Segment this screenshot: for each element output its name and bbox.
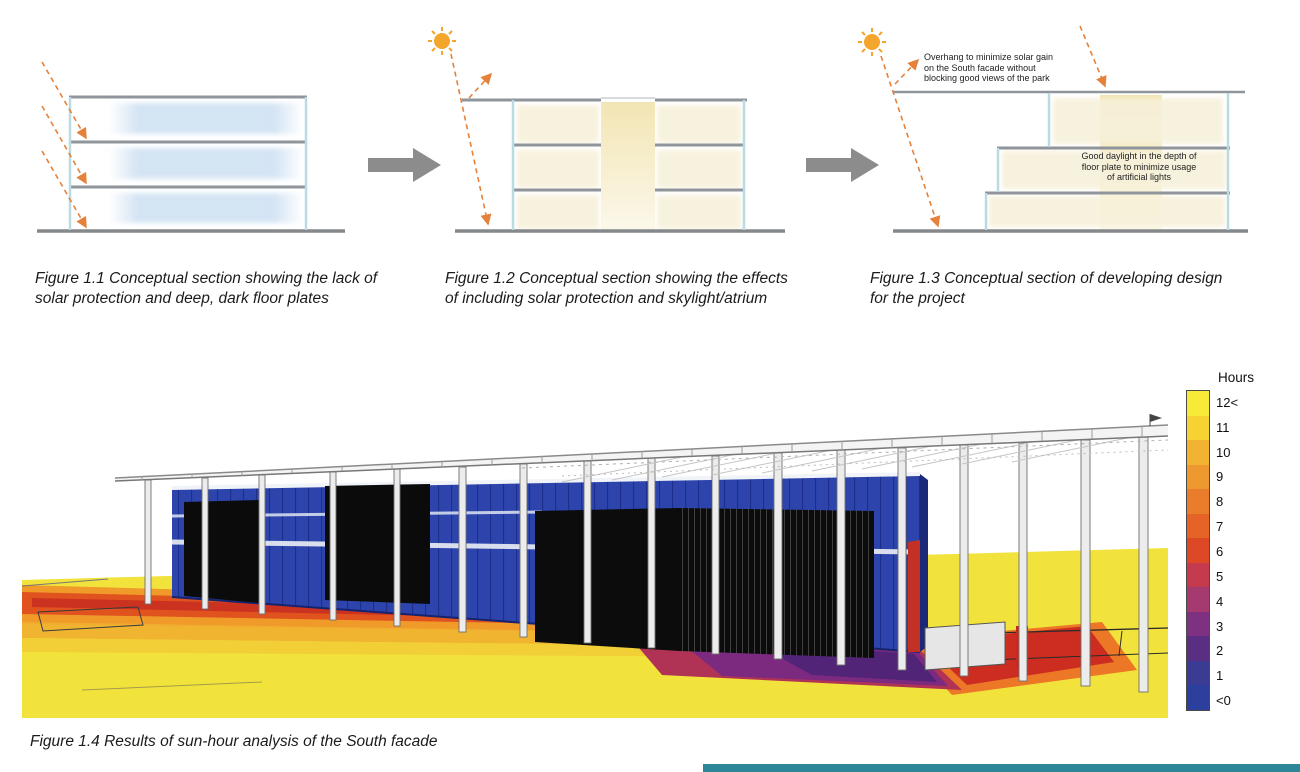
figure-1-2-caption: Figure 1.2 Conceptual section showing th… bbox=[445, 270, 788, 307]
legend-label: 10 bbox=[1216, 444, 1231, 460]
building-mass bbox=[171, 472, 1028, 671]
figure-1-4-rendering bbox=[22, 390, 1168, 718]
figure-1-3-caption: Figure 1.3 Conceptual section of develop… bbox=[870, 270, 1223, 307]
legend-color-cell bbox=[1187, 513, 1209, 539]
legend-label: 11 bbox=[1216, 419, 1230, 435]
legend-color-cell bbox=[1187, 685, 1209, 710]
legend-label: <0 bbox=[1216, 693, 1231, 709]
sun-rays bbox=[41, 61, 87, 229]
legend-labels: 12< 11 10 9 8 7 6 5 4 3 2 1 <0 bbox=[1216, 390, 1238, 713]
legend-label: 8 bbox=[1216, 494, 1224, 510]
legend-color-cell bbox=[1187, 440, 1209, 465]
sun-hours-legend: Hours 12< 11 10 9 8 7 6 5 4 3 2 1 <0 bbox=[1186, 370, 1298, 713]
figure-1-1-diagram bbox=[37, 61, 345, 233]
footer-accent-bar bbox=[703, 764, 1300, 772]
legend-color-cell bbox=[1187, 464, 1209, 490]
legend-color-cell bbox=[1187, 489, 1209, 514]
daylight-annotation: Good daylight in the depth of floor plat… bbox=[1081, 151, 1197, 182]
legend-label: 6 bbox=[1216, 543, 1224, 559]
sun-icon bbox=[858, 28, 886, 56]
legend-color-cell bbox=[1187, 538, 1209, 563]
legend-color-cell bbox=[1187, 660, 1209, 686]
atrium-daylight-shading bbox=[517, 102, 741, 230]
legend-label: 4 bbox=[1216, 593, 1224, 609]
right-arrow-icon bbox=[806, 148, 879, 182]
building-section bbox=[37, 95, 345, 233]
legend-color-cell bbox=[1187, 587, 1209, 612]
building-section bbox=[893, 90, 1248, 233]
roof-canopy bbox=[114, 414, 1168, 483]
building-section bbox=[455, 97, 785, 233]
sun-rays bbox=[450, 53, 493, 226]
legend-color-cell bbox=[1187, 391, 1209, 416]
legend-label: 2 bbox=[1216, 643, 1224, 659]
figure-1-4-caption: Figure 1.4 Results of sun-hour analysis … bbox=[30, 733, 438, 750]
legend-label: 3 bbox=[1216, 618, 1224, 634]
overhang-annotation: Overhang to minimize solar gain on the S… bbox=[924, 52, 1054, 83]
sun-icon bbox=[428, 27, 456, 55]
legend-color-cell bbox=[1187, 636, 1209, 661]
legend-color-cell bbox=[1187, 415, 1209, 441]
legend-label: 12< bbox=[1216, 394, 1239, 410]
legend-title: Hours bbox=[1218, 370, 1255, 385]
dark-floor-plate-shading bbox=[108, 103, 304, 223]
legend-colorbar bbox=[1186, 390, 1210, 711]
legend-color-cell bbox=[1187, 611, 1209, 637]
legend-color-cell bbox=[1187, 562, 1209, 588]
figure-1-3-diagram bbox=[858, 25, 1248, 233]
figure-1-2-diagram bbox=[428, 27, 785, 233]
legend-label: 9 bbox=[1216, 469, 1224, 485]
daylight-shading bbox=[989, 95, 1226, 230]
legend-label: 7 bbox=[1216, 519, 1224, 535]
legend-label: 5 bbox=[1216, 568, 1224, 584]
right-arrow-icon bbox=[368, 148, 441, 182]
sun-rays bbox=[880, 25, 1107, 228]
legend-label: 1 bbox=[1216, 668, 1224, 684]
figure-1-1-caption: Figure 1.1 Conceptual section showing th… bbox=[35, 270, 378, 307]
